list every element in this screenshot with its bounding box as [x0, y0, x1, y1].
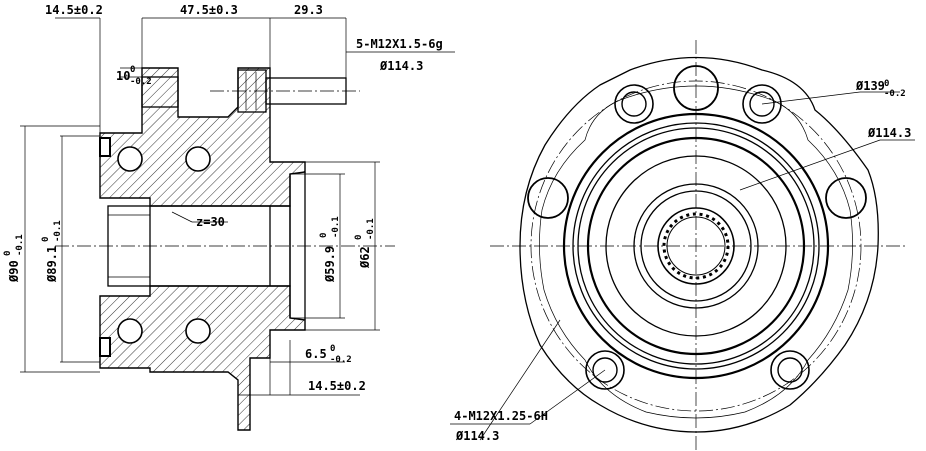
flange-thickness-tol-lower: -0.2: [130, 77, 152, 87]
dim-bottom-label: 14.5±0.2: [308, 379, 366, 393]
spline-teeth: [662, 212, 730, 280]
mount-pcd-label: Ø114.3: [455, 429, 499, 443]
pcd-stud-label: Ø114.3: [867, 126, 911, 140]
dia-pilot-tol-lower: -0.1: [331, 216, 341, 238]
mount-thread-label: 4-M12X1.25-6H: [454, 409, 548, 423]
dim-step-tol-upper: 0: [330, 344, 335, 354]
ring-5: [605, 155, 787, 337]
dia-seal-label: Ø89.1: [45, 246, 59, 283]
stud-holes: [585, 84, 810, 390]
mount-holes: [527, 65, 867, 219]
bearing-ball-lower-right: [185, 318, 211, 344]
ring-outer: [562, 112, 830, 380]
stud-pcd-circle: [530, 80, 862, 412]
ring-6: [633, 183, 759, 309]
pcd-large-tol-upper: 0: [884, 79, 889, 89]
stud-pcd-label: Ø114.3: [379, 59, 423, 73]
hub-body-upper: [99, 67, 306, 207]
ring-3: [577, 127, 815, 365]
dia-seal-tol-lower: -0.1: [53, 220, 63, 242]
dia-bore-tol-upper: 0: [354, 235, 364, 240]
dia-seal-tol-upper: 0: [41, 237, 51, 242]
front-view: Ø139 0 -0.2 Ø114.3 4-M12X1.25-6H Ø114.3: [450, 40, 915, 450]
bearing-ball-lower-left: [117, 318, 143, 344]
spline-bore-inner: [666, 216, 726, 276]
dia-pilot-label: Ø59.9: [323, 246, 337, 283]
flange-thickness-tol-upper: 0: [130, 65, 135, 75]
bearing-ball-upper-left: [117, 146, 143, 172]
seal-lower: [99, 337, 111, 357]
hub-body-lower: [99, 285, 306, 431]
dim-top-left: 14.5±0.2: [45, 3, 103, 17]
spline-count-label: z=30: [196, 215, 225, 229]
ring-2: [572, 122, 820, 370]
flange-outline: [519, 56, 879, 433]
dim-top-mid: 47.5±0.3: [180, 3, 238, 17]
seal-upper: [99, 137, 111, 157]
dia-outer-tol-lower: -0.1: [15, 234, 25, 256]
dim-top-right: 29.3: [294, 3, 323, 17]
flange-thickness-label: 10: [116, 69, 130, 83]
stud-thread-label: 5-M12X1.5-6g: [356, 37, 443, 51]
section-view: 14.5±0.2 47.5±0.3 29.3 5-M12X1.5-6g Ø114…: [3, 3, 455, 431]
spline-bore-outer: [657, 207, 735, 285]
bearing-ball-upper-right: [185, 146, 211, 172]
dia-bore-label: Ø62: [358, 246, 372, 269]
dim-step-label: 6.5: [305, 347, 327, 361]
dim-step-tol-lower: -0.2: [330, 355, 352, 365]
dia-outer-tol-upper: 0: [3, 251, 13, 256]
ring-4: [586, 136, 806, 356]
ring-7: [640, 190, 752, 302]
dia-outer-label: Ø90: [7, 260, 21, 283]
pcd-large-tol-lower: -0.2: [884, 89, 906, 99]
dia-pilot-tol-upper: 0: [319, 233, 329, 238]
dia-bore-tol-lower: -0.1: [366, 218, 376, 240]
flange-stud-hole: [141, 76, 179, 108]
pcd-large-label: Ø139: [855, 79, 885, 93]
